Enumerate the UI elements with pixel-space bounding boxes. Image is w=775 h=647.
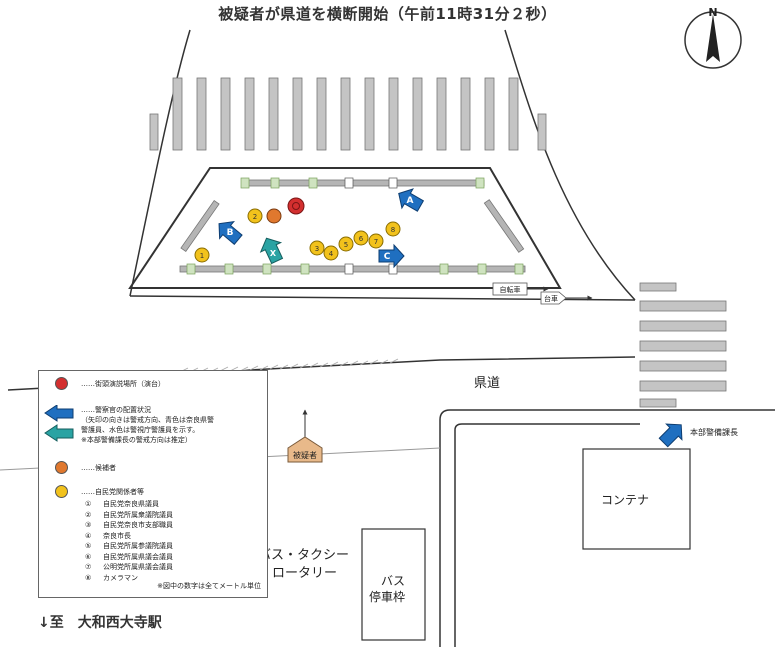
ldp-member-5: [338, 236, 354, 252]
bus-stop-area: [361, 528, 426, 641]
container-label: コンテナ: [601, 493, 650, 507]
officer-a: [398, 188, 425, 212]
officer-a-label: A: [407, 196, 414, 206]
ldp-member-1: [194, 247, 210, 263]
officer-c-label: C: [384, 252, 391, 262]
ldp-member-7: [368, 233, 384, 249]
road-edge-west: [129, 29, 191, 297]
rotary-label-line1: バス・タクシー: [258, 548, 350, 563]
diagram-title: 被疑者が県道を横断開始（午前11時31分２秒）: [218, 5, 557, 23]
corner-inner: [454, 423, 640, 647]
ldp-number-6: 6: [359, 235, 364, 243]
legend-box: ……街頭演説場所（演台） ……警察官の配置状況 （矢印の向きは警戒方向、青色は奈…: [38, 370, 268, 598]
cart-box: [540, 291, 567, 305]
rotary-label-line2: ロータリー: [272, 566, 338, 581]
ldp-number-1: 1: [200, 252, 204, 260]
officer-b: [218, 220, 243, 246]
legend-police: ……警察官の配置状況 （矢印の向きは警戒方向、青色は奈良県警 警護員、水色は警視…: [43, 405, 263, 453]
officer-x-label: X: [270, 249, 277, 258]
speech-spot-marker: [287, 197, 305, 215]
police-legend-icon: [44, 405, 74, 442]
ldp-number-3: 3: [315, 245, 319, 253]
legend-police-desc2: 警護員、水色は警視庁警護員を示す。: [81, 426, 200, 434]
north-arrow-icon: [684, 11, 742, 69]
legend-note: ※図中の数字は全てメートル単位: [157, 582, 261, 590]
ldp-member-8: [385, 221, 401, 237]
crosswalk-north: [149, 77, 547, 151]
ldp-number-2: 2: [253, 213, 257, 221]
legend-police-title: ……警察官の配置状況: [81, 406, 151, 414]
ldp-number-8: 8: [391, 226, 395, 234]
ldp-member-3: [309, 240, 325, 256]
speech-spot-legend-icon: [55, 377, 68, 390]
legend-police-desc1: （矢印の向きは警戒方向、青色は奈良県警: [81, 416, 214, 424]
officer-x: [259, 237, 284, 265]
ldp-legend-icon: [55, 485, 68, 498]
guardrail-posts: [186, 177, 524, 275]
ldp-member-numbers: 1 2 3 4 5 6 7 8: [200, 213, 395, 260]
hq-chief-marker: [658, 423, 683, 448]
officer-b-label: B: [227, 228, 234, 238]
cart-label: 台車: [544, 294, 558, 303]
corner-east: [439, 409, 775, 647]
legend-ldp-text: ……自民党関係者等: [81, 488, 144, 496]
crosswalk-east: [639, 282, 727, 408]
ldp-member-4: [323, 245, 339, 261]
legend-police-desc3: ※本部警備課長の警戒方向は推定）: [81, 436, 192, 444]
legend-speech-spot-text: ……街頭演説場所（演台）: [81, 380, 165, 388]
suspect-label: 被疑者: [293, 450, 317, 460]
officer-c: [378, 243, 405, 269]
hq-chief-label: 本部警備課長: [690, 427, 738, 437]
ldp-number-5: 5: [344, 241, 348, 249]
ldp-member-2: [247, 208, 263, 224]
bicycle-label: 自転車: [500, 285, 521, 294]
guardrail-signs: [344, 177, 398, 275]
suspect-marker: [287, 436, 323, 463]
ldp-member-markers: [194, 208, 401, 263]
road-label: 県道: [474, 376, 501, 391]
ldp-number-7: 7: [374, 238, 378, 246]
ldp-number-4: 4: [329, 250, 334, 258]
bus-stop-label-line1: バス: [381, 574, 406, 588]
ldp-member-6: [353, 230, 369, 246]
candidate-legend-icon: [55, 461, 68, 474]
container-building: [582, 448, 691, 550]
legend-candidate-text: ……候補者: [81, 464, 116, 472]
traffic-island: [128, 167, 562, 289]
direction-footer: ↓至 大和西大寺駅: [38, 615, 162, 631]
bus-stop-label-line2: 停車枠: [369, 590, 406, 604]
north-label: N: [708, 6, 717, 19]
road-edge-east: [504, 29, 636, 301]
candidate-marker: [266, 208, 282, 224]
